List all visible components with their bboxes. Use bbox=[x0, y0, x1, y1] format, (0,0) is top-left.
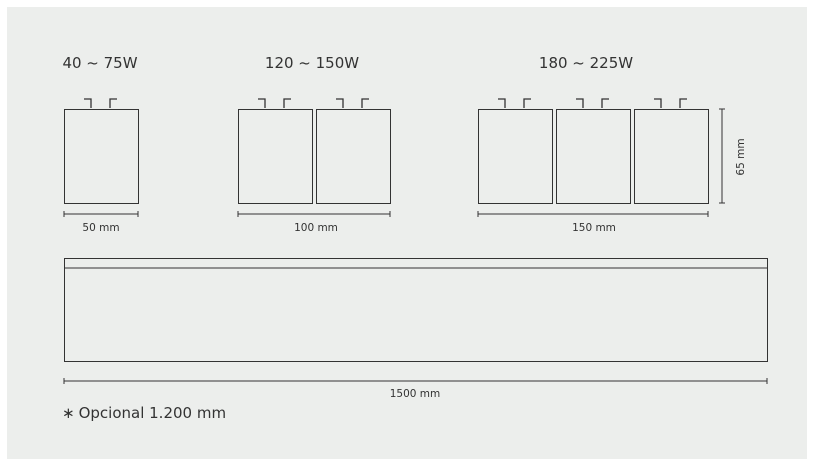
module-box bbox=[556, 109, 631, 204]
width-label-3: 150 mm bbox=[572, 222, 616, 234]
connector-left bbox=[654, 98, 662, 108]
module-label-3: 180 ~ 225W bbox=[538, 54, 634, 72]
width-label-2: 100 mm bbox=[294, 222, 338, 234]
connector-right bbox=[601, 98, 609, 108]
connector-left bbox=[258, 98, 266, 108]
connector-left bbox=[336, 98, 344, 108]
connector-left bbox=[576, 98, 584, 108]
module-box bbox=[238, 109, 313, 204]
height-label: 65 mm bbox=[735, 138, 747, 176]
connector-left bbox=[498, 98, 506, 108]
diagram-panel bbox=[7, 7, 807, 459]
connector-right bbox=[679, 98, 687, 108]
connector-right bbox=[523, 98, 531, 108]
module-label-2: 120 ~ 150W bbox=[264, 54, 360, 72]
note-text: Opcional 1.200 mm bbox=[78, 404, 227, 422]
module-box bbox=[64, 109, 139, 204]
module-box bbox=[316, 109, 391, 204]
asterisk-icon: ∗ bbox=[62, 404, 75, 422]
connector-right bbox=[109, 98, 117, 108]
width-label-1: 50 mm bbox=[82, 222, 120, 234]
module-box bbox=[634, 109, 709, 204]
connector-left bbox=[84, 98, 92, 108]
module-box bbox=[478, 109, 553, 204]
connector-right bbox=[361, 98, 369, 108]
connector-right bbox=[283, 98, 291, 108]
optional-length-note: ∗Opcional 1.200 mm bbox=[62, 404, 226, 422]
profile-body bbox=[64, 258, 768, 362]
length-label: 1500 mm bbox=[389, 388, 441, 400]
module-label-1: 40 ~ 75W bbox=[62, 54, 138, 72]
